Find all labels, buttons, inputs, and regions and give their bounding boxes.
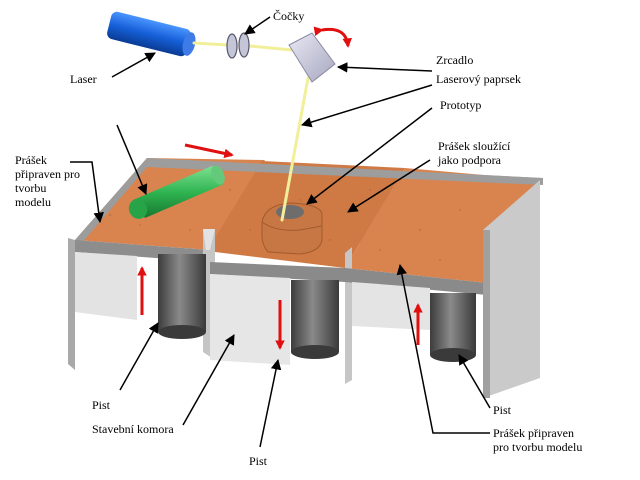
piston-right-shaft xyxy=(430,293,476,362)
label-right-feed-powder-line-1: Prášek připraven xyxy=(493,426,574,440)
leader-lenses xyxy=(244,16,271,35)
label-left-feed-powder-line-3: tvorbu xyxy=(15,181,47,195)
lenses xyxy=(226,32,250,59)
label-lenses: Čočky xyxy=(273,9,305,23)
label-laser: Laser xyxy=(70,72,97,86)
mirror-rotation-arrow xyxy=(313,26,353,48)
leader-mirror xyxy=(336,62,433,73)
label-piston-right: Pist xyxy=(493,403,512,417)
recoater-roller xyxy=(128,165,225,219)
mirror xyxy=(288,32,336,83)
label-left-feed-powder-line-2: připraven pro xyxy=(15,167,80,181)
label-piston-left: Pist xyxy=(92,398,111,412)
label-right-feed-powder-line-2: pro tvorbu modelu xyxy=(493,440,583,454)
leader-piston-right xyxy=(458,354,491,409)
label-prototype: Prototyp xyxy=(440,98,482,112)
roller-direction-arrow xyxy=(184,143,234,159)
label-support-powder-line-2: jako podpora xyxy=(438,153,501,167)
label-left-feed-powder-line-4: modelu xyxy=(15,195,51,209)
leader-prototype xyxy=(306,107,433,205)
leader-laser xyxy=(111,52,156,78)
label-mirror: Zrcadlo xyxy=(436,53,474,67)
leader-lines xyxy=(70,16,491,448)
prototype-part xyxy=(261,202,323,255)
leader-piston-center xyxy=(259,358,282,448)
piston-left-shaft xyxy=(158,254,206,339)
label-left-feed-powder: Prášek připraven pro tvorbu modelu xyxy=(15,153,80,209)
leader-build-chamber xyxy=(182,334,235,426)
label-support-powder: Prášek sloužící jako podpora xyxy=(438,139,510,167)
label-laser-beam: Laserový paprsek xyxy=(436,72,521,86)
leader-support-powder xyxy=(347,159,431,213)
leader-laser-beam xyxy=(300,84,433,128)
laser-beam-path xyxy=(192,41,310,222)
label-piston-center: Pist xyxy=(249,454,268,468)
laser-source xyxy=(107,11,196,57)
leader-piston-left xyxy=(119,322,159,391)
label-support-powder-line-1: Prášek sloužící xyxy=(438,139,511,153)
label-right-feed-powder: Prášek připraven pro tvorbu modelu xyxy=(493,426,582,454)
leader-right-feed-powder xyxy=(396,263,490,434)
piston-center-shaft xyxy=(291,280,339,359)
leader-roller xyxy=(116,124,148,195)
label-left-feed-powder-line-1: Prášek xyxy=(15,153,47,167)
leader-left-feed-powder xyxy=(70,161,104,224)
label-build-chamber: Stavební komora xyxy=(92,422,174,436)
motion-arrows xyxy=(137,143,423,350)
